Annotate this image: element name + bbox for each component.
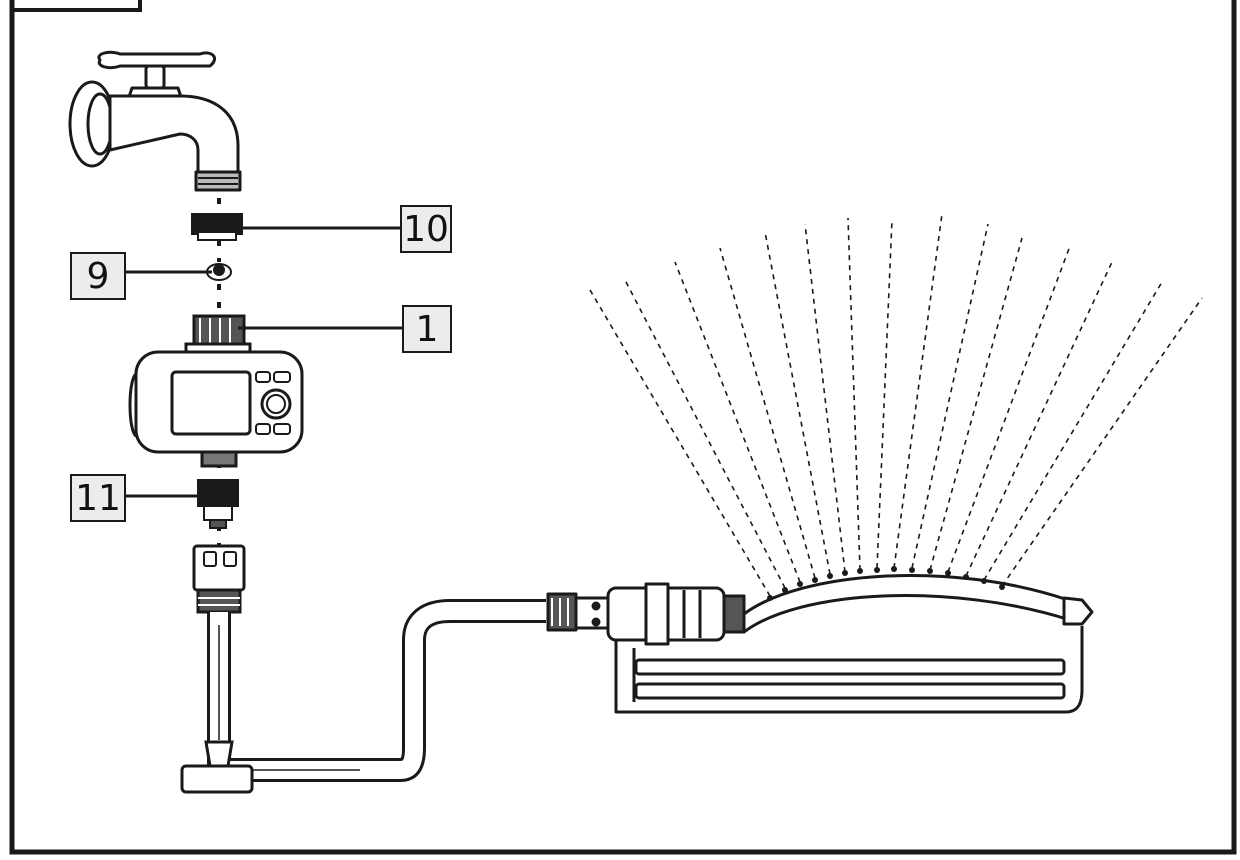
adapter-part-10 [191,213,243,241]
oscillating-sprinkler [546,573,1094,714]
callout-label-11: 11 [70,474,126,522]
callout-label-1: 1 [402,305,452,353]
sprinkler-nozzles [767,566,1005,601]
callout-label-9: 9 [70,252,126,300]
water-tap [68,50,242,192]
water-spray-jets [589,213,1203,597]
water-timer-part-1 [128,314,304,468]
pipe-t-joint [180,740,254,794]
callout-label-10: 10 [400,205,452,253]
diagram-frame [9,0,1237,855]
pipe-quick-connector [192,544,246,614]
garden-hose [207,599,546,782]
hose-connector-part-11 [197,479,239,529]
